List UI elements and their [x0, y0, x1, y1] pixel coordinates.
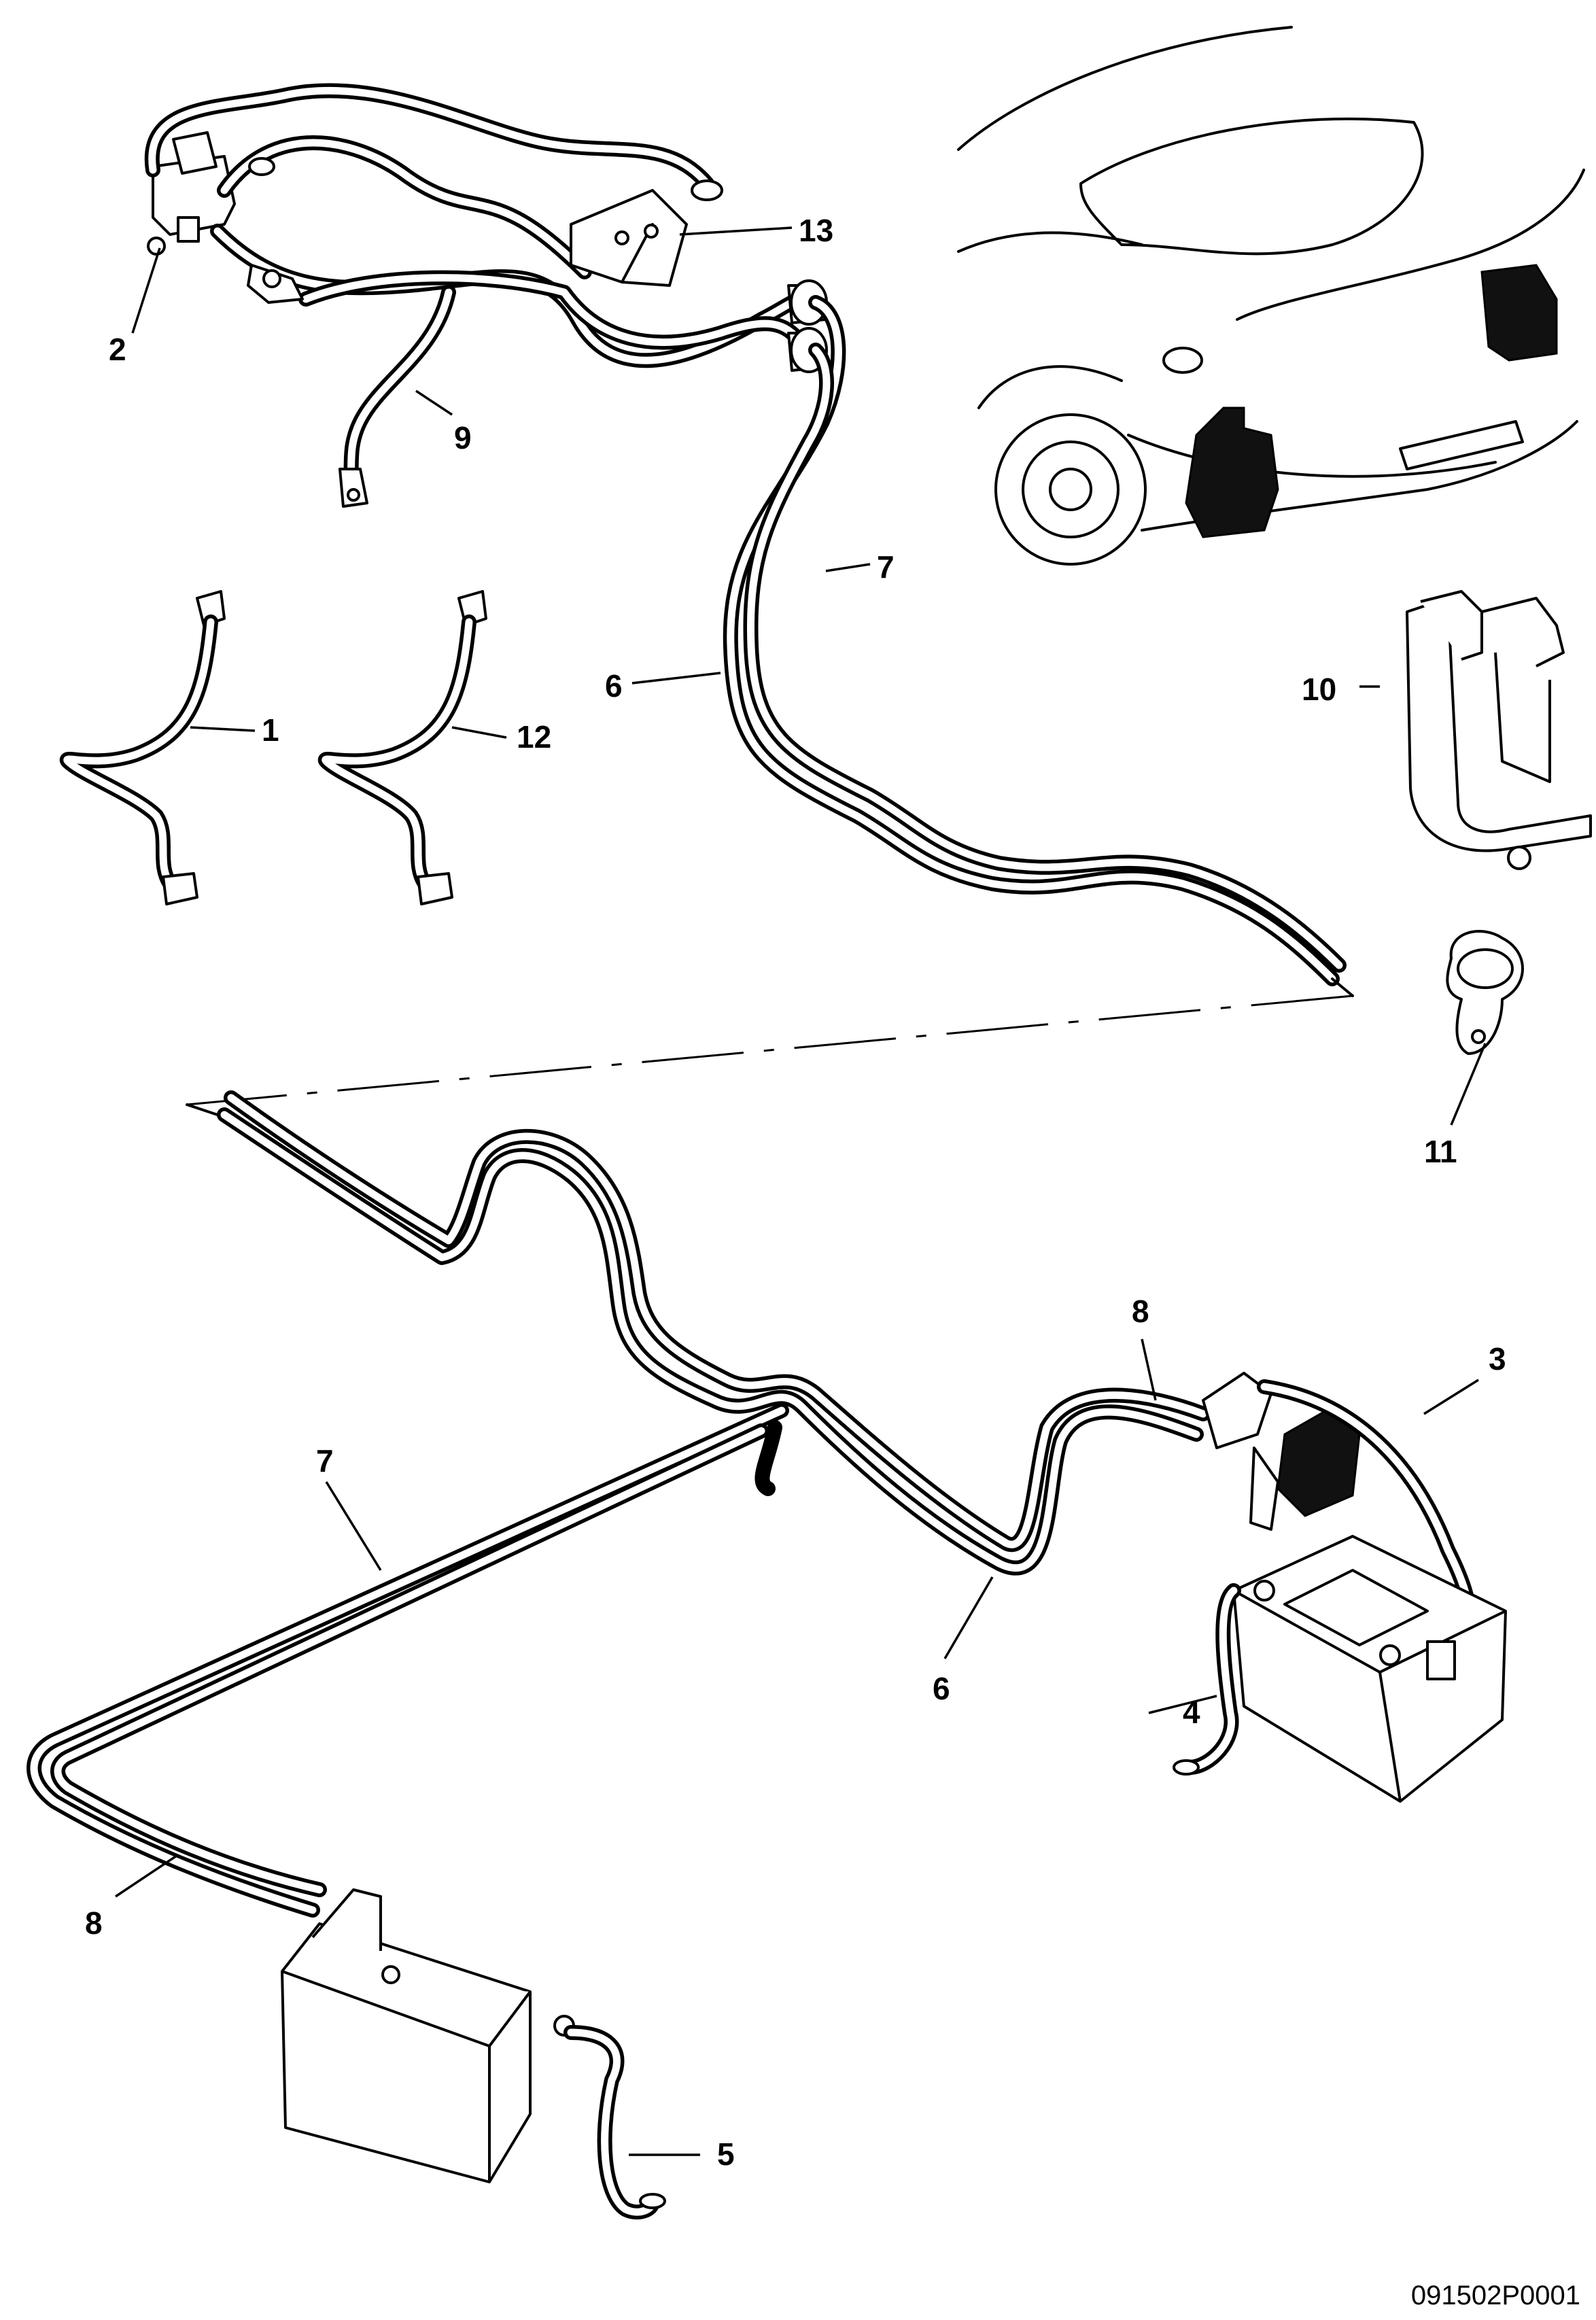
callout-6-bottom: 6 — [933, 1671, 950, 1706]
battery-rear — [281, 1888, 666, 2220]
callout-labels: 2 13 9 7 6 1 12 10 11 8 3 7 6 4 8 5 — [85, 213, 1506, 2172]
callout-8-bottom: 8 — [85, 1905, 103, 1941]
callout-12: 12 — [517, 719, 551, 755]
bracket-part-10 — [1406, 590, 1592, 870]
callout-1: 1 — [262, 712, 279, 748]
callout-11: 11 — [1424, 1134, 1457, 1169]
junction-block-part-2 — [147, 131, 236, 256]
break-line — [186, 994, 1353, 1106]
battery-front — [1173, 1535, 1507, 1803]
callout-8-top: 8 — [1132, 1294, 1149, 1329]
callout-3: 3 — [1489, 1341, 1506, 1377]
cable-loop-top — [144, 83, 723, 279]
callout-5: 5 — [717, 2136, 735, 2172]
callout-13: 13 — [799, 213, 833, 248]
cable-part-6-7-lower — [217, 1090, 1211, 1576]
cable-part-6-7-upper — [723, 295, 1347, 986]
drawing-code: 091502P0001 — [1411, 2281, 1580, 2310]
cable-part-12 — [317, 590, 487, 905]
vehicle-outline-icon — [957, 26, 1585, 566]
pad-part-13 — [570, 189, 688, 287]
callout-7-top: 7 — [877, 549, 895, 585]
callout-7-bottom: 7 — [316, 1443, 334, 1478]
cable-pair-to-grommets — [210, 224, 823, 368]
cable-part-7-8-to-rear — [27, 1403, 789, 1918]
battery-switch-part-3 — [1202, 1372, 1476, 1639]
cable-part-1 — [59, 590, 226, 905]
callout-9: 9 — [454, 420, 472, 455]
callout-2: 2 — [109, 332, 126, 367]
p-clip-part-11 — [1446, 930, 1524, 1055]
callout-10: 10 — [1302, 672, 1336, 707]
cable-part-9 — [339, 285, 456, 508]
callout-6-top: 6 — [605, 668, 623, 704]
callout-4: 4 — [1183, 1695, 1200, 1730]
leader-lines — [115, 226, 1487, 2156]
